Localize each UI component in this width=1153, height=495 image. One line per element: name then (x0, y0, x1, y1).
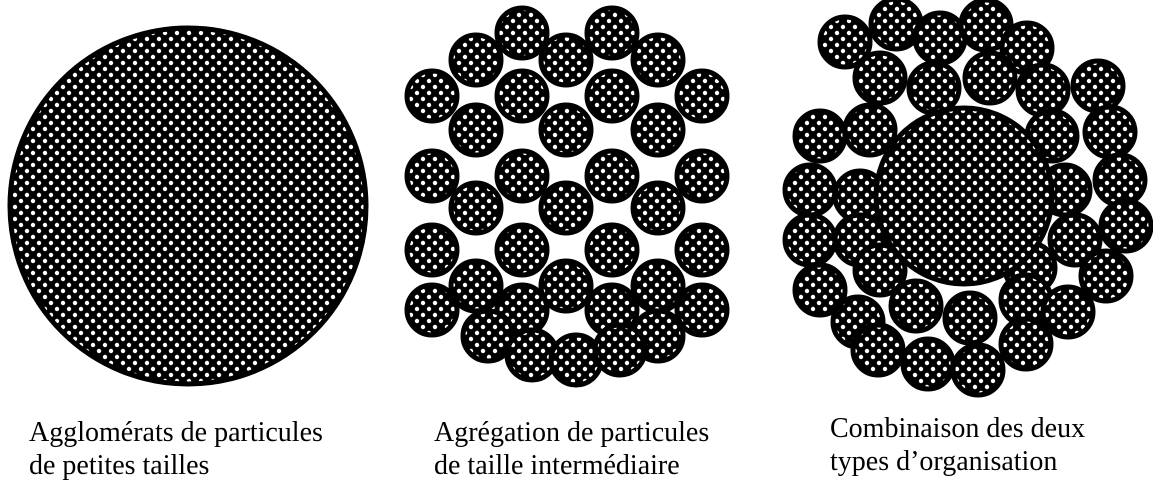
intermediate-particle (785, 215, 835, 265)
intermediate-particle (785, 165, 835, 215)
intermediate-particle (855, 53, 905, 103)
intermediate-particle (945, 293, 995, 343)
intermediate-particle (587, 8, 637, 58)
caption-intermediate-particles: Agrégation de particules de taille inter… (434, 416, 709, 482)
intermediate-particle (633, 105, 683, 155)
intermediate-particle (497, 71, 547, 121)
intermediate-particle (587, 71, 637, 121)
small-particles-agglomerate-figure (10, 28, 366, 384)
large-agglomerate-disc (10, 28, 366, 384)
intermediate-particle (677, 285, 727, 335)
intermediate-particle (1073, 61, 1123, 111)
intermediate-particle (1085, 107, 1135, 157)
caption-line: types d’organisation (830, 445, 1085, 478)
intermediate-particle (407, 225, 457, 275)
intermediate-particle (795, 111, 845, 161)
caption-line: Agrégation de particules (434, 416, 709, 449)
intermediate-particle (451, 35, 501, 85)
intermediate-particle (551, 335, 601, 385)
intermediate-particle (541, 183, 591, 233)
intermediate-particle (915, 13, 965, 63)
intermediate-particle (407, 151, 457, 201)
intermediate-particle (407, 71, 457, 121)
intermediate-particle (1081, 251, 1131, 301)
intermediate-particle (587, 151, 637, 201)
combined-organisation-figure (785, 0, 1151, 395)
intermediate-particle (965, 53, 1015, 103)
intermediate-particle (891, 281, 941, 331)
intermediate-particle (845, 105, 895, 155)
intermediate-particles-aggregation-figure (407, 8, 727, 385)
intermediate-particle (497, 8, 547, 58)
caption-small-particles: Agglomérats de particules de petites tai… (29, 416, 323, 482)
intermediate-particle (909, 63, 959, 113)
intermediate-particle (451, 105, 501, 155)
intermediate-particle (541, 35, 591, 85)
intermediate-particle (677, 71, 727, 121)
intermediate-particle (953, 345, 1003, 395)
caption-line: de taille intermédiaire (434, 449, 709, 482)
intermediate-particle (633, 183, 683, 233)
caption-line: Agglomérats de particules (29, 416, 323, 449)
large-core-particle (876, 108, 1052, 284)
intermediate-particle (451, 183, 501, 233)
intermediate-particle (677, 225, 727, 275)
particle-organisation-diagram (0, 0, 1153, 400)
intermediate-particle (595, 325, 645, 375)
intermediate-particle (407, 285, 457, 335)
caption-line: Combinaison des deux (830, 412, 1085, 445)
intermediate-particle (853, 325, 903, 375)
intermediate-particle (497, 151, 547, 201)
caption-combined-organisation: Combinaison des deux types d’organisatio… (830, 412, 1085, 478)
intermediate-particle (1101, 201, 1151, 251)
intermediate-particle (497, 225, 547, 275)
intermediate-particle (633, 35, 683, 85)
intermediate-particle (541, 105, 591, 155)
intermediate-particle (1018, 65, 1068, 115)
intermediate-particle (1001, 319, 1051, 369)
intermediate-particle (1095, 155, 1145, 205)
intermediate-particle (587, 225, 637, 275)
intermediate-particle (677, 151, 727, 201)
intermediate-particle (903, 339, 953, 389)
intermediate-particle (1043, 287, 1093, 337)
caption-line: de petites tailles (29, 449, 323, 482)
